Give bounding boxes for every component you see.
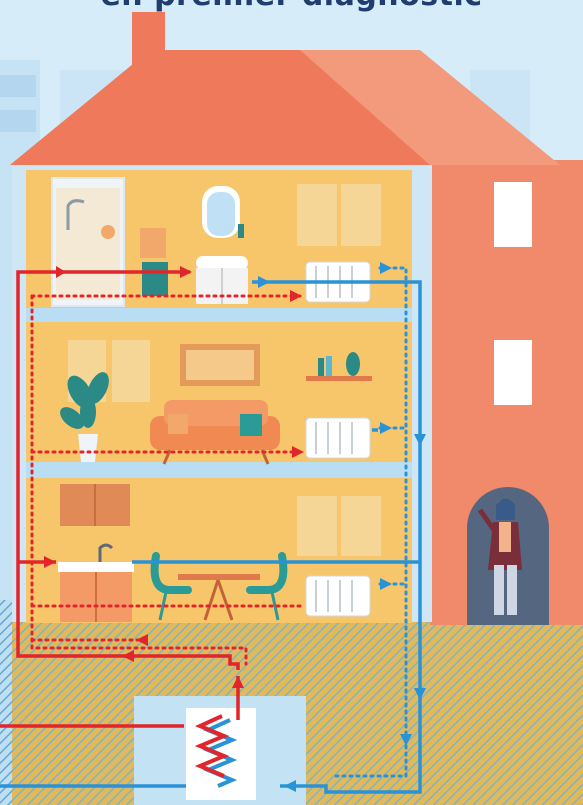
- mirror-icon: [202, 186, 240, 238]
- heat-exchanger-icon: [186, 708, 256, 800]
- picture-frame-icon: [180, 344, 260, 386]
- roof: [10, 12, 560, 165]
- sink-icon: [196, 224, 248, 304]
- vase-icon: [346, 352, 360, 376]
- radiator-icon: [305, 575, 371, 617]
- window-icon: [494, 340, 532, 405]
- person-waving-icon: [477, 498, 522, 615]
- cold-water-pipes: [0, 280, 422, 794]
- kitchen-cabinet-icon: [60, 484, 130, 526]
- floor-slab: [26, 308, 412, 322]
- flow-arrows-hot: [44, 266, 304, 688]
- floor-slab: [26, 462, 412, 478]
- plant-icon: [60, 372, 109, 462]
- sofa-icon: [150, 400, 280, 465]
- kitchen-sink-icon: [58, 543, 134, 622]
- hot-water-return: [30, 294, 302, 666]
- cold-water-return: [334, 266, 408, 778]
- window-icon: [297, 496, 337, 556]
- flow-arrows-cold: [258, 262, 426, 792]
- doorway: [467, 487, 549, 625]
- window-icon: [297, 184, 337, 246]
- window-icon: [494, 182, 532, 247]
- towel-rack-icon: [140, 228, 168, 296]
- page-title: en premier diagnostic: [0, 0, 583, 13]
- shower-icon: [51, 177, 125, 307]
- dining-table-icon: [178, 574, 260, 621]
- bookshelf-icon: [306, 356, 372, 381]
- radiator-icon: [305, 417, 371, 459]
